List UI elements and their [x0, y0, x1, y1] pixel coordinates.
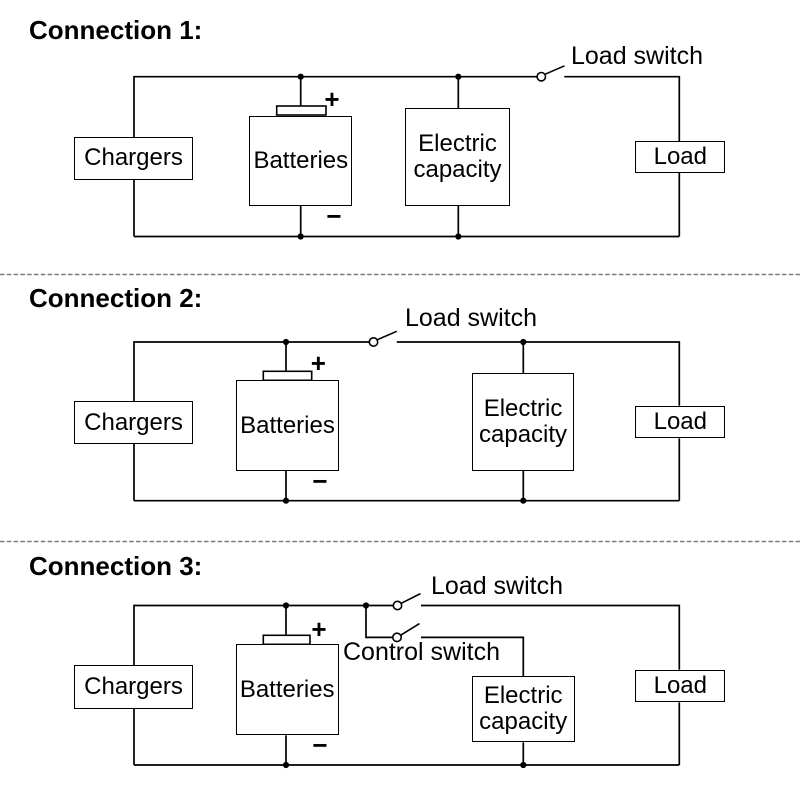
wire	[421, 604, 681, 670]
battery-minus-sign-1: −	[326, 200, 342, 231]
batteries-box-3: Batteries	[235, 644, 339, 736]
connection-2-wiring	[133, 330, 681, 504]
junction-dot	[520, 761, 527, 769]
wire	[365, 605, 393, 639]
load-switch-blade	[377, 330, 398, 341]
connection-1-title: Connection 1:	[29, 15, 203, 45]
junction-dot	[282, 338, 290, 346]
battery-terminal-symbol	[262, 634, 311, 646]
junction-dot	[520, 338, 527, 346]
wire	[133, 604, 394, 765]
load-box-2: Load	[635, 405, 726, 439]
junction-dot	[455, 233, 462, 240]
battery-terminal-symbol	[262, 370, 313, 382]
chargers-box-1: Chargers	[74, 136, 193, 180]
batteries-box-2: Batteries	[236, 380, 339, 471]
load-switch-label-3: Load switch	[431, 571, 564, 600]
wire	[564, 75, 681, 142]
electric-capacity-box-1: Electric capacity	[405, 108, 510, 206]
battery-plus-sign-1: +	[324, 84, 340, 114]
wire	[396, 341, 681, 406]
junction-dot	[520, 497, 527, 504]
load-switch-label-1: Load switch	[571, 41, 704, 70]
batteries-box-1: Batteries	[249, 115, 353, 206]
load-switch-contact	[392, 600, 403, 611]
load-switch-blade	[401, 592, 421, 604]
battery-plus-sign-3: +	[311, 613, 327, 644]
chargers-box-2: Chargers	[74, 401, 193, 444]
connection-3-wiring	[133, 592, 681, 769]
junction-dot	[297, 73, 304, 80]
electric-capacity-box-2: Electric capacity	[471, 373, 575, 471]
load-box-1: Load	[635, 141, 726, 173]
chargers-box-3: Chargers	[74, 664, 193, 709]
wire	[421, 636, 525, 676]
battery-terminal-symbol	[275, 105, 327, 116]
wire	[133, 75, 538, 237]
control-switch-blade	[400, 622, 420, 636]
junction-dot	[282, 761, 290, 769]
connection-2-title: Connection 2:	[29, 282, 203, 313]
junction-dot	[455, 73, 462, 80]
load-switch-contact	[368, 336, 379, 347]
battery-plus-sign-2: +	[310, 348, 326, 379]
junction-dot	[282, 497, 290, 504]
wire	[133, 341, 370, 501]
load-switch-label-2: Load switch	[405, 303, 538, 332]
electric-capacity-box-3: Electric capacity	[471, 676, 575, 743]
junction-dot	[362, 602, 370, 609]
control-switch-contact	[391, 632, 402, 643]
connection-1-wiring	[133, 65, 681, 240]
battery-minus-sign-3: −	[312, 729, 328, 760]
load-switch-contact	[536, 71, 547, 82]
battery-minus-sign-2: −	[312, 465, 328, 496]
junction-dot	[282, 602, 290, 609]
load-switch-blade	[544, 65, 565, 75]
control-switch-label-3: Control switch	[343, 638, 500, 666]
load-box-3: Load	[635, 669, 726, 703]
connection-3-title: Connection 3:	[29, 550, 203, 581]
junction-dot	[297, 233, 304, 240]
